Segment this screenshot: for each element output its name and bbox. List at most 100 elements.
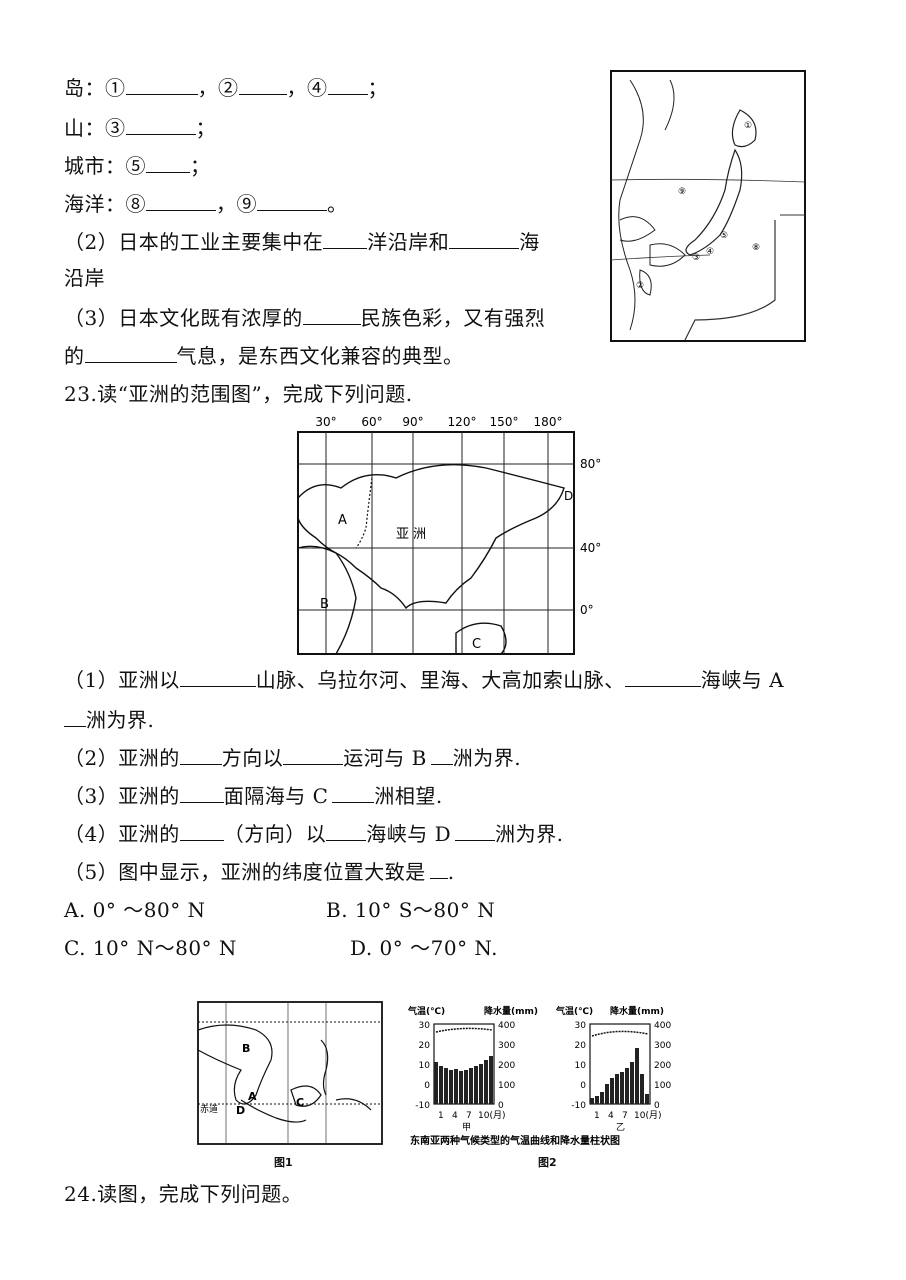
answer-blank[interactable] [257, 192, 327, 211]
map-label: ⑧ [752, 243, 760, 253]
lon-label: 150° [490, 415, 519, 429]
q23-title: 23.读“亚洲的范围图”，完成下列问题. [64, 382, 413, 406]
answer-blank[interactable] [429, 860, 448, 879]
x-tick: 7 [466, 1111, 472, 1121]
tick-label: 200 [498, 1061, 515, 1071]
tick-label: 0 [424, 1081, 430, 1091]
q23-part1: （1）亚洲以山脉、乌拉尔河、里海、大高加索山脉、海峡与 A [64, 668, 785, 692]
option-a[interactable]: A. 0° ～80° N [64, 898, 206, 922]
rain-bar [595, 1096, 599, 1104]
rain-bar [439, 1066, 443, 1104]
region-label: D [236, 1104, 245, 1117]
lon-label: 120° [448, 415, 477, 429]
temp-axis-label: 气温(℃) [407, 1005, 445, 1017]
region-label: B [320, 597, 329, 612]
tick-label: 0 [654, 1101, 660, 1111]
answer-blank[interactable] [179, 746, 222, 765]
tick-label: 300 [498, 1041, 515, 1051]
answer-blank[interactable] [624, 668, 701, 687]
rain-bar [479, 1064, 483, 1104]
rain-bar [434, 1062, 438, 1104]
tick-label: 100 [498, 1081, 515, 1091]
map-label: ⑨ [678, 187, 686, 197]
chart-name: 乙 [616, 1122, 625, 1133]
tick-label: 20 [575, 1041, 587, 1051]
q22-island-line: 岛：①，②，④； [64, 76, 388, 100]
x-tick: 10(月) [478, 1110, 505, 1121]
answer-blank[interactable] [84, 344, 177, 363]
tick-label: 10 [419, 1061, 431, 1071]
temp-axis-label: 气温(℃) [555, 1005, 593, 1017]
answer-blank[interactable] [449, 230, 520, 249]
q23-part1-cont: 洲为界. [64, 704, 154, 733]
x-tick: 1 [594, 1111, 600, 1121]
x-tick: 10(月) [634, 1110, 661, 1121]
map-label: ⑤ [720, 231, 728, 241]
rain-bar [600, 1092, 604, 1104]
answer-blank[interactable] [125, 76, 198, 95]
q22-city-line: 城市：⑤； [64, 154, 211, 178]
rain-bar [474, 1066, 478, 1104]
option-d[interactable]: D. 0° ～70° N. [350, 936, 499, 960]
q22-part3-cont: 的气息，是东西文化兼容的典型。 [64, 344, 464, 368]
southeast-asia-map: B A D C 赤道 [196, 1000, 384, 1150]
q22-part2: （2）日本的工业主要集中在洋沿岸和海 [64, 230, 540, 254]
answer-blank[interactable] [323, 230, 368, 249]
q22-ocean-line: 海洋：⑧，⑨。 [64, 192, 348, 216]
climate-charts: 气温(℃) 降水量(mm) 30 20 10 0 -10 400 300 200… [404, 1000, 684, 1154]
tick-label: 30 [575, 1021, 587, 1031]
region-label: C [296, 1096, 304, 1109]
answer-blank[interactable] [455, 822, 496, 841]
rain-bar [484, 1060, 488, 1104]
answer-blank[interactable] [179, 668, 256, 687]
rain-bar [449, 1070, 453, 1104]
answer-blank[interactable] [302, 306, 361, 325]
option-c[interactable]: C. 10° N～80° N [64, 936, 237, 960]
tick-label: 20 [419, 1041, 431, 1051]
answer-blank[interactable] [430, 746, 453, 765]
answer-blank[interactable] [64, 708, 86, 727]
lon-label: 60° [361, 415, 382, 429]
tick-label: 30 [419, 1021, 431, 1031]
chart-jia: 气温(℃) 降水量(mm) 30 20 10 0 -10 400 300 200… [407, 1005, 538, 1133]
tick-label: 400 [654, 1021, 671, 1031]
region-label: A [338, 513, 347, 528]
tick-label: -10 [415, 1101, 430, 1111]
region-label: D [564, 489, 573, 503]
rain-bar [489, 1056, 493, 1104]
x-tick: 4 [608, 1111, 614, 1121]
japan-map: ① ⑨ ⑤ ⑧ ④ ③ ② [610, 70, 806, 346]
answer-blank[interactable] [179, 784, 224, 803]
answer-blank[interactable] [146, 154, 190, 173]
chart-yi: 气温(℃) 降水量(mm) 30 20 10 0 -10 400 300 200… [555, 1005, 671, 1133]
answer-blank[interactable] [179, 822, 224, 841]
rain-bar [610, 1078, 614, 1104]
rain-bar [444, 1068, 448, 1104]
map-label: ① [744, 121, 752, 131]
answer-blank[interactable] [327, 76, 368, 95]
map-label: ④ [706, 247, 714, 257]
answer-blank[interactable] [332, 784, 375, 803]
answer-blank[interactable] [326, 822, 367, 841]
q23-part5: （5）图中显示，亚洲的纬度位置大致是. [64, 860, 455, 884]
option-b[interactable]: B. 10° S～80° N [326, 898, 496, 922]
lon-label: 30° [315, 415, 336, 429]
tick-label: -10 [571, 1101, 586, 1111]
answer-blank[interactable] [283, 746, 344, 765]
rain-bar [640, 1074, 644, 1104]
rain-bar [625, 1068, 629, 1104]
rain-bar [454, 1069, 458, 1104]
region-label: B [242, 1042, 250, 1055]
lon-label: 180° [534, 415, 563, 429]
answer-blank[interactable] [238, 76, 287, 95]
lon-label: 90° [402, 415, 423, 429]
answer-blank[interactable] [125, 116, 196, 135]
rain-bar [590, 1098, 594, 1104]
rain-bar [605, 1084, 609, 1104]
rain-axis-label: 降水量(mm) [484, 1005, 538, 1017]
equator-label: 赤道 [200, 1103, 218, 1115]
answer-blank[interactable] [146, 192, 216, 211]
rain-bar [469, 1068, 473, 1104]
